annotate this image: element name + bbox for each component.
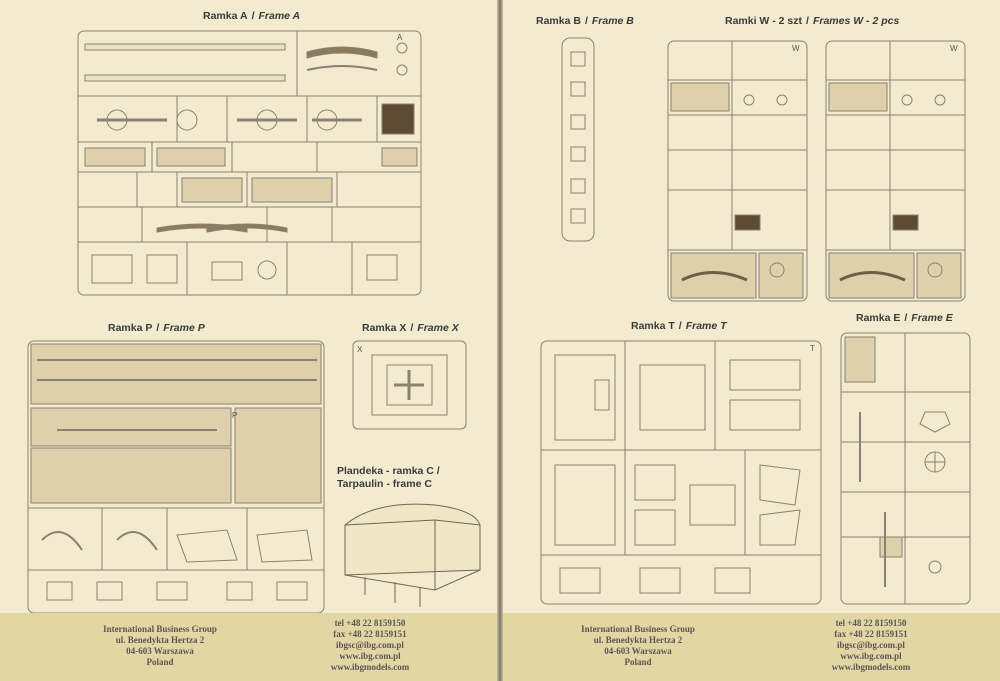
frame-a-title: Ramka A/Frame A [203,10,301,22]
frame-x-sprue: X [352,340,467,430]
frame-a-letter: A [397,33,403,42]
left-company-address: International Business Group ul. Benedyk… [103,624,217,667]
left-page: Ramka A/Frame A [0,0,497,681]
frame-w-letter-1: W [792,44,800,53]
frame-t-letter: T [810,344,815,353]
frame-w-sprue-2: W [825,40,966,302]
tarpaulin-drawing [335,495,485,610]
frame-e-title: Ramka E/Frame E [856,312,953,324]
frame-e-sprue [840,332,971,605]
frame-b-title: Ramka B/Frame B [536,15,634,27]
frame-w-sprue-1: W [667,40,808,302]
frame-x-letter: X [357,345,363,354]
frame-w-letter-2: W [950,44,958,53]
left-contact-info: tel +48 22 8159150 fax +48 22 8159151 ib… [330,618,410,672]
right-contact-info: tel +48 22 8159150 fax +48 22 8159151 ib… [831,618,911,672]
frame-t-sprue: T [540,340,822,605]
right-company-address: International Business Group ul. Benedyk… [581,624,695,667]
frame-t-title: Ramka T/Frame T [631,320,727,332]
frame-p-letter: P [232,411,237,420]
right-page: Ramka B/Frame B Ramki W - 2 szt/Frames W… [503,0,1000,681]
page-gutter [497,0,503,681]
right-footer-band [503,613,1000,681]
frame-p-title: Ramka P/Frame P [108,322,205,334]
frame-a-sprue: A [77,30,422,296]
frames-w-title: Ramki W - 2 szt/Frames W - 2 pcs [725,15,900,27]
tarpaulin-title: Plandeka - ramka C / Tarpaulin - frame C [337,465,440,490]
frame-x-title: Ramka X/Frame X [362,322,459,334]
frame-b-sprue [561,37,595,242]
frame-p-sprue: P [27,340,325,614]
left-footer-band [0,613,497,681]
